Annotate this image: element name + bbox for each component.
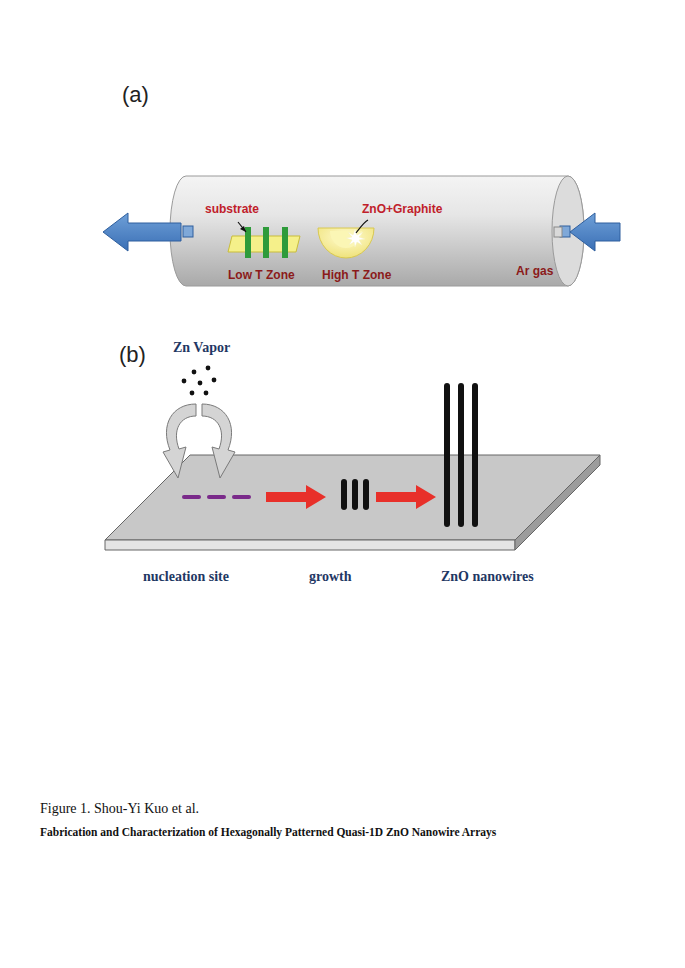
paper-title: Fabrication and Characterization of Hexa… [40,826,496,839]
crucible [318,228,374,258]
gas-out-arrow [103,213,181,251]
step-arrow [376,485,436,509]
stage-label: growth [309,569,352,585]
gas-label: Ar gas [516,265,553,279]
tube-furnace [170,176,584,286]
long-nanowires [447,386,475,524]
stage-label: nucleation site [143,569,229,585]
part-label: substrate [205,203,259,217]
zone-label: High T Zone [322,269,391,283]
gas-in-arrow [570,213,620,251]
panel-letter: (b) [119,342,146,367]
stage-label: ZnO nanowires [441,569,534,585]
step-arrow [266,485,326,509]
short-nanowires [344,482,366,507]
part-label: ZnO+Graphite [362,203,442,217]
curved-arrows [163,404,235,478]
nucleation-sites [184,495,249,499]
figure-caption: Figure 1. Shou-Yi Kuo et al. [40,801,199,817]
zn-vapor-dots [182,366,217,396]
substrate-block [228,227,300,258]
zone-label: Low T Zone [228,269,295,283]
panel-letter: (a) [122,82,149,107]
species-label: Zn Vapor [173,340,230,356]
leader-line [238,222,246,232]
leader-line [356,220,368,233]
